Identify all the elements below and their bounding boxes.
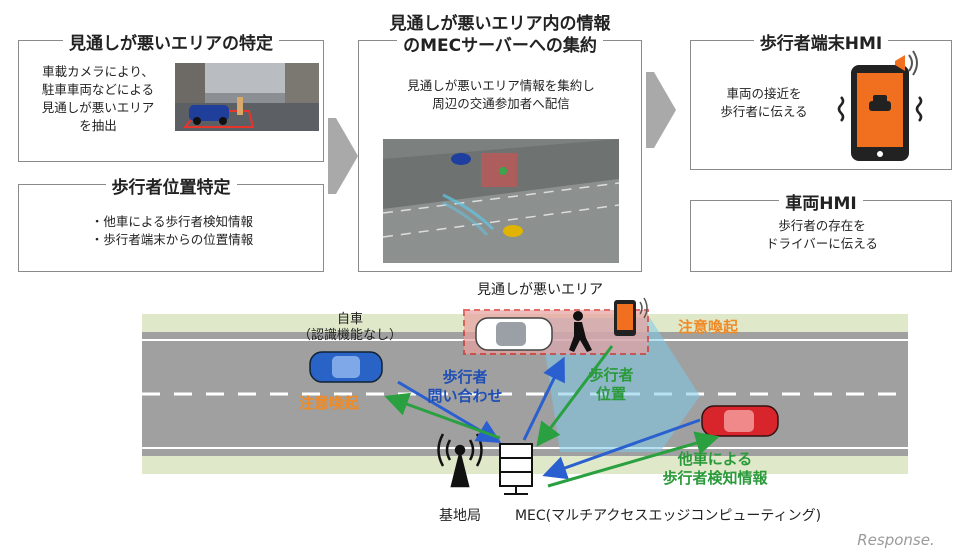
pedestrian-icon: [569, 311, 592, 352]
panel-mec-collect-title: 見通しが悪いエリア内の情報 のMECサーバーへの集約: [359, 13, 641, 57]
arrow-chevron-2-head: [654, 72, 676, 148]
parked-car-icon: [475, 317, 553, 351]
blind-area-label: 見通しが悪いエリア: [477, 282, 603, 298]
watermark: Response.: [857, 531, 935, 549]
own-car-label: 自車 （認識機能なし）: [297, 312, 402, 343]
panel-pedestrian-pos-title: 歩行者位置特定: [19, 173, 323, 198]
panel-area-identify-text: 車載カメラにより、 駐車車両などによる 見通しが悪いエリア を抽出: [41, 64, 155, 133]
arrow-chevron-2: [646, 72, 654, 148]
aerial-image: [383, 139, 619, 263]
panel-pedestrian-pos-text: ・他車による歩行者検知情報 ・歩行者端末からの位置情報: [90, 214, 254, 247]
scene-smartphone-icon: [614, 297, 648, 336]
ped-position-label: 歩行者 位置: [588, 366, 634, 403]
panel-mec-collect-text: 見通しが悪いエリア情報を集約し 周辺の交通参加者へ配信: [407, 78, 595, 111]
panel-veh-hmi: 車両HMI 歩行者の存在を ドライバーに伝える: [690, 194, 952, 272]
mec-server-icon: [499, 443, 533, 495]
arrow-ped-position: [536, 345, 614, 447]
arrow-alert-left: [384, 392, 501, 440]
panel-veh-hmi-text: 歩行者の存在を ドライバーに伝える: [766, 218, 878, 251]
arrow-ped-query: [522, 356, 565, 441]
other-car-label: 他車による 歩行者検知情報: [662, 450, 768, 487]
alert-label-right: 注意喚起: [677, 318, 738, 336]
mec-label: MEC(マルチアクセスエッジコンピューティング): [514, 508, 822, 524]
own-car-icon: [309, 351, 383, 383]
base-station-label: 基地局: [439, 508, 481, 524]
panel-veh-hmi-title: 車両HMI: [691, 189, 951, 214]
panel-area-identify: 見通しが悪いエリアの特定 車載カメラにより、 駐車車両などによる 見通しが悪いエ…: [18, 34, 324, 162]
smartphone-icon: [837, 50, 923, 161]
other-car-icon: [701, 405, 779, 437]
panel-ped-hmi-text: 車両の接近を 歩行者に伝える: [720, 86, 808, 119]
panel-mec-collect: 見通しが悪いエリア内の情報 のMECサーバーへの集約 見通しが悪いエリア情報を集…: [358, 14, 642, 272]
alert-label-left: 注意喚起: [298, 394, 359, 412]
arrow-alert-right: [547, 431, 720, 488]
panel-pedestrian-pos: 歩行者位置特定 ・他車による歩行者検知情報 ・歩行者端末からの位置情報: [18, 178, 324, 272]
camera-image: [175, 63, 319, 131]
arrow-chevron-1-head: [336, 118, 358, 194]
query-label: 歩行者 問い合わせ: [427, 368, 503, 405]
panel-ped-hmi: 歩行者端末HMI 車両の接近を 歩行者に伝える: [690, 34, 952, 170]
arrow-chevron-1: [328, 118, 336, 194]
arrow-other-car: [542, 418, 701, 480]
panel-area-identify-title: 見通しが悪いエリアの特定: [19, 29, 323, 54]
panel-ped-hmi-title: 歩行者端末HMI: [691, 29, 951, 54]
